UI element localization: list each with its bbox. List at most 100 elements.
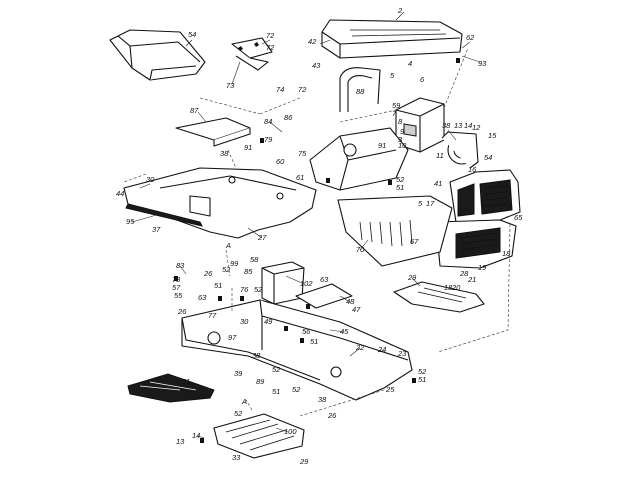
seat-bracket-part xyxy=(231,37,273,71)
seat-part xyxy=(109,29,206,81)
callout-4: 4 xyxy=(408,59,412,68)
callout-38: 38 xyxy=(252,351,261,360)
callout-84: 84 xyxy=(264,117,272,126)
grille-part xyxy=(449,169,521,223)
callout-31: 31 xyxy=(182,377,190,386)
center-console-part xyxy=(309,127,409,191)
callout-43: 43 xyxy=(312,61,321,70)
callout-30: 30 xyxy=(240,317,249,326)
callout-52: 52 xyxy=(254,285,263,294)
callout-99: 99 xyxy=(230,259,239,268)
hardware-bolts xyxy=(174,58,460,443)
callout-37: 37 xyxy=(152,225,161,234)
callout-48: 48 xyxy=(346,297,355,306)
callout-38: 38 xyxy=(318,395,327,404)
callout-52: 52 xyxy=(396,175,405,184)
callout-52: 52 xyxy=(222,265,231,274)
callout-52: 52 xyxy=(292,385,301,394)
callout-11: 11 xyxy=(436,151,444,160)
callout-17: 17 xyxy=(426,199,435,208)
callout-2: 2 xyxy=(397,6,403,15)
frame-part xyxy=(181,299,413,401)
callout-54: 54 xyxy=(188,30,196,39)
callout-6: 6 xyxy=(420,75,425,84)
callout-72: 72 xyxy=(298,85,307,94)
callout-85: 85 xyxy=(244,267,253,276)
callout-100: 100 xyxy=(284,427,297,436)
callout-63: 63 xyxy=(320,275,329,284)
callout-12: 12 xyxy=(472,123,481,132)
callout-78: 78 xyxy=(172,275,181,284)
callout-65: 65 xyxy=(514,213,523,222)
callout-54: 54 xyxy=(484,153,492,162)
dash-frame-part xyxy=(339,67,381,112)
callout-93: 93 xyxy=(478,59,487,68)
callout-22: 22 xyxy=(355,343,365,352)
battery-box-part xyxy=(261,261,305,305)
callout-102: 102 xyxy=(300,279,313,288)
callout-61: 61 xyxy=(296,173,304,182)
callout-47: 47 xyxy=(352,305,361,314)
callout-21: 21 xyxy=(467,275,476,284)
callout-58: 58 xyxy=(250,255,259,264)
callout-97: 97 xyxy=(228,333,237,342)
callout-26: 26 xyxy=(327,411,337,420)
callout-49: 49 xyxy=(264,317,273,326)
callout-30: 30 xyxy=(146,175,155,184)
lower-footrest-part xyxy=(213,413,305,459)
callout-87: 87 xyxy=(190,106,199,115)
callout-62: 62 xyxy=(466,33,475,42)
callout-38: 38 xyxy=(220,149,229,158)
callout-51: 51 xyxy=(396,183,404,192)
callout-51: 51 xyxy=(310,337,318,346)
callout-45: 45 xyxy=(340,327,349,336)
callout-76: 76 xyxy=(240,285,249,294)
callout-41: 41 xyxy=(434,179,442,188)
callout-8: 8 xyxy=(398,117,403,126)
callout-51: 51 xyxy=(272,387,280,396)
callout-14: 14 xyxy=(464,121,472,130)
assembly-lines xyxy=(123,47,511,417)
callout-10: 10 xyxy=(398,141,407,150)
callout-63: 63 xyxy=(198,293,207,302)
callout-91: 91 xyxy=(378,141,386,150)
callout-91: 91 xyxy=(244,143,252,152)
front-panel-part xyxy=(435,219,517,269)
callout-55: 55 xyxy=(174,291,183,300)
callout-72: 72 xyxy=(266,43,275,52)
callout-89: 89 xyxy=(256,377,265,386)
callout-19: 19 xyxy=(478,263,487,272)
callout-57: 57 xyxy=(172,283,181,292)
left-footrest-part xyxy=(127,373,215,403)
callout-51: 51 xyxy=(418,375,426,384)
callout-15: 15 xyxy=(488,131,497,140)
callout-39: 39 xyxy=(234,369,243,378)
callout-24: 24 xyxy=(377,345,386,354)
fender-part xyxy=(123,167,317,239)
right-footrest-part xyxy=(393,281,485,313)
callout-14: 14 xyxy=(192,431,200,440)
callout-44: 44 xyxy=(116,189,124,198)
engine-assembly-part xyxy=(441,131,479,169)
callout-28: 28 xyxy=(459,269,469,278)
callout-95: 95 xyxy=(126,217,135,226)
callout-52: 52 xyxy=(418,367,427,376)
callout-27: 27 xyxy=(257,233,267,242)
callout-18: 18 xyxy=(502,249,511,258)
callout-33: 33 xyxy=(232,453,241,462)
shift-bracket-part xyxy=(175,117,251,147)
callout-56: 56 xyxy=(302,327,311,336)
callout-5: 5 xyxy=(390,71,395,80)
callout-5: 5 xyxy=(418,199,423,208)
callout-13: 13 xyxy=(454,121,463,130)
callout-51: 51 xyxy=(214,281,222,290)
callout-67: 67 xyxy=(410,237,419,246)
callout-A: A xyxy=(225,241,231,250)
callout-26: 26 xyxy=(203,269,213,278)
callout-38: 38 xyxy=(442,121,451,130)
side-panel-part xyxy=(337,195,453,267)
callout-29: 29 xyxy=(407,273,417,282)
callout-77: 77 xyxy=(208,311,217,320)
callout-73: 73 xyxy=(226,81,235,90)
